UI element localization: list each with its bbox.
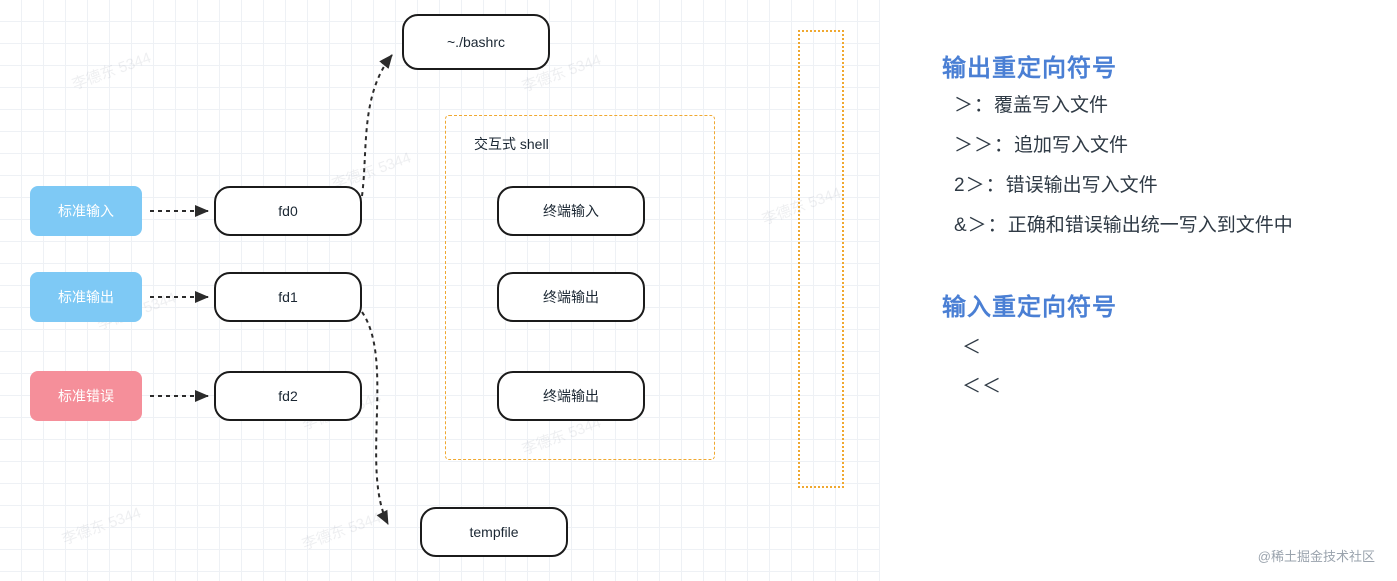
input-redirect-heading: 输入重定向符号	[942, 294, 1117, 321]
node-tempfile[interactable]: tempfile	[420, 507, 568, 557]
node-fd2-label: fd2	[278, 388, 298, 404]
node-bashrc[interactable]: ~./bashrc	[402, 14, 550, 70]
output-item-0-text: 覆盖写入文件	[994, 95, 1109, 116]
connector-arrows	[150, 54, 393, 525]
interactive-shell-title: 交互式 shell	[474, 136, 549, 152]
output-item-2-symbol: 2＞：	[954, 175, 1006, 196]
label-standard-output-text: 标准输出	[58, 289, 114, 305]
site-credit: @稀土掘金技术社区	[1257, 549, 1375, 564]
output-item-1-symbol: ＞＞：	[954, 135, 1015, 156]
node-terminal-output-1[interactable]: 终端输出	[497, 272, 645, 322]
output-item-3-text: 正确和错误输出统一写入到文件中	[1007, 215, 1293, 236]
diagram-canvas: 李德东 5344 李德东 5344 李德东 5344 李德东 5344 李德东 …	[0, 0, 880, 581]
label-standard-input[interactable]: 标准输入	[30, 186, 142, 236]
interactive-shell-box: 交互式 shell	[445, 115, 715, 460]
legend-panel: 输出重定向符号 ＞：覆盖写入文件 ＞＞：追加写入文件 2＞：错误输出写入文件 &…	[880, 0, 1397, 581]
input-item-0: ＜	[962, 332, 982, 359]
output-item-2: 2＞：错误输出写入文件	[954, 170, 1158, 197]
label-standard-error-text: 标准错误	[58, 388, 114, 404]
output-item-2-text: 错误输出写入文件	[1005, 175, 1158, 196]
label-standard-output[interactable]: 标准输出	[30, 272, 142, 322]
output-item-1: ＞＞：追加写入文件	[954, 130, 1128, 157]
output-item-0: ＞：覆盖写入文件	[954, 90, 1108, 117]
node-terminal-output-1-label: 终端输出	[543, 289, 599, 305]
input-item-1-symbol: ＜＜	[962, 376, 1003, 397]
node-tempfile-label: tempfile	[469, 524, 519, 540]
node-fd0[interactable]: fd0	[214, 186, 362, 236]
node-fd1-label: fd1	[278, 289, 298, 305]
node-fd2[interactable]: fd2	[214, 371, 362, 421]
output-item-3-symbol: &＞：	[954, 215, 1008, 236]
output-item-1-text: 追加写入文件	[1014, 135, 1129, 156]
node-bashrc-label: ~./bashrc	[447, 34, 505, 50]
input-item-1: ＜＜	[962, 371, 1002, 398]
output-item-0-symbol: ＞：	[954, 95, 995, 116]
node-fd0-label: fd0	[278, 203, 298, 219]
node-terminal-output-2[interactable]: 终端输出	[497, 371, 645, 421]
node-terminal-output-2-label: 终端输出	[543, 388, 599, 404]
node-fd1[interactable]: fd1	[214, 272, 362, 322]
output-redirect-heading: 输出重定向符号	[942, 55, 1117, 82]
redirect-target-column	[798, 30, 844, 488]
output-item-3: &＞：正确和错误输出统一写入到文件中	[954, 210, 1293, 237]
node-terminal-input-label: 终端输入	[543, 203, 599, 219]
input-item-0-symbol: ＜	[962, 337, 983, 358]
label-standard-error[interactable]: 标准错误	[30, 371, 142, 421]
node-terminal-input[interactable]: 终端输入	[497, 186, 645, 236]
label-standard-input-text: 标准输入	[58, 203, 114, 219]
